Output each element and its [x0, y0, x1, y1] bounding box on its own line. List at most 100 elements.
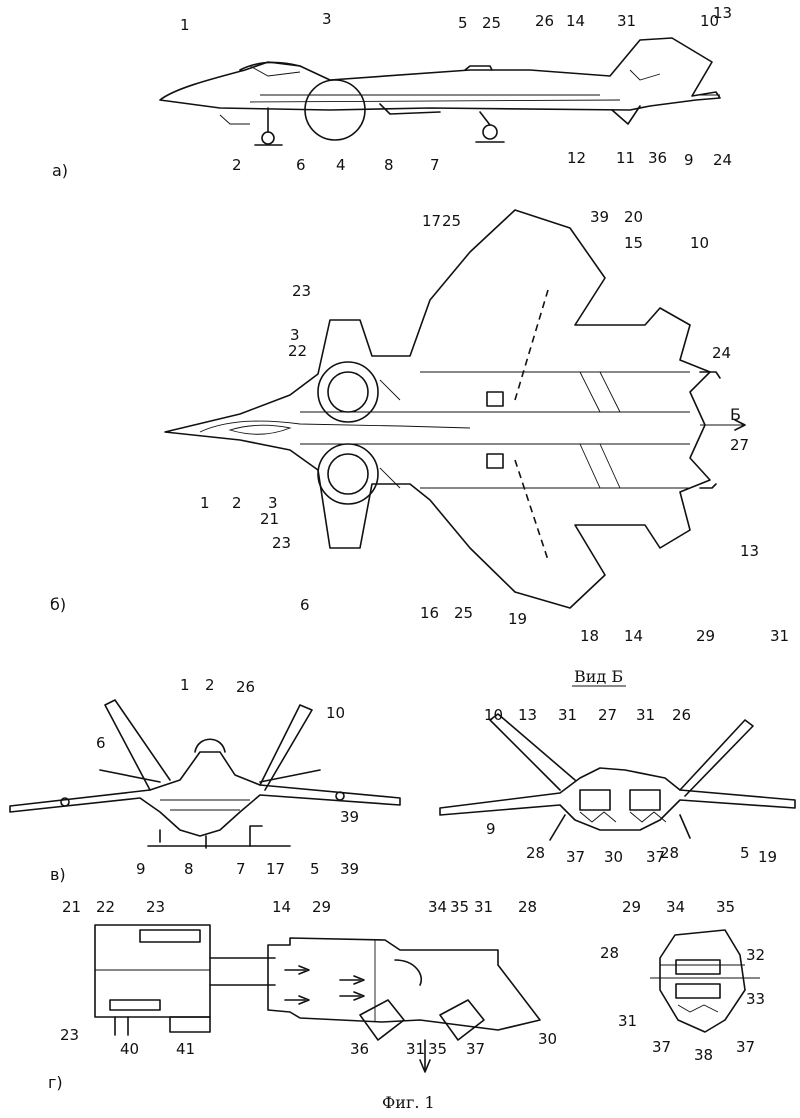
callout-label-g3: 29	[622, 898, 641, 916]
callout-label-v: 1	[180, 676, 190, 694]
callout-label-g2: 35	[450, 898, 469, 916]
callout-label-b: 23	[292, 282, 311, 300]
callout-label-g1: 23	[146, 898, 165, 916]
callout-label-v: 10	[326, 704, 345, 722]
callout-label-vidb: 28	[526, 844, 545, 862]
callout-label-vidb: 27	[598, 706, 617, 724]
callout-label-b: 23	[272, 534, 291, 552]
callout-label-b: 16	[420, 604, 439, 622]
callout-label-vidb: 10	[484, 706, 503, 724]
callout-label-b: 10	[690, 234, 709, 252]
callout-label-g2: 34	[428, 898, 447, 916]
figure-caption: Фиг. 1	[382, 1093, 435, 1112]
callout-label-g2: 29	[312, 898, 331, 916]
callout-label-b: 24	[712, 344, 731, 362]
callout-label-vidb: 28	[660, 844, 679, 862]
callout-label-g3: 37	[652, 1038, 671, 1056]
callout-label-v: 26	[236, 678, 255, 696]
callout-label-a: 24	[713, 151, 732, 169]
callout-label-vidb: 37	[566, 848, 585, 866]
callout-label-b: 3	[290, 326, 300, 344]
callout-label-v: 6	[96, 734, 106, 752]
callout-label-b: 29	[696, 627, 715, 645]
callout-label-b: 2	[232, 494, 242, 512]
callout-label-g1: 41	[176, 1040, 195, 1058]
callout-label-vidb: 26	[672, 706, 691, 724]
callout-label-g2: 28	[518, 898, 537, 916]
callout-label-b: 25	[442, 212, 461, 230]
callout-label-g1: 23	[60, 1026, 79, 1044]
callout-label-a: 6	[296, 156, 306, 174]
view-g-sections	[94, 924, 760, 1073]
view-a-side	[159, 37, 721, 146]
callout-label-g3: 31	[618, 1012, 637, 1030]
callout-label-g3: 34	[666, 898, 685, 916]
callout-label-b: 25	[454, 604, 473, 622]
callout-label-b: 3	[268, 494, 278, 512]
callout-label-g3: 35	[716, 898, 735, 916]
callout-label-g3: 28	[600, 944, 619, 962]
callout-label-vidb: 9	[486, 820, 496, 838]
view-vidb-rear	[439, 713, 796, 841]
callout-label-b: 17	[422, 212, 441, 230]
callout-label-vidb: 31	[636, 706, 655, 724]
callout-label-a: 1	[180, 16, 190, 34]
callout-label-v: 39	[340, 860, 359, 878]
callout-label-g3: 32	[746, 946, 765, 964]
callout-label-g1: 40	[120, 1040, 139, 1058]
callout-label-v: 5	[310, 860, 320, 878]
callout-label-a: 13	[713, 4, 732, 22]
callout-label-vidb: 31	[558, 706, 577, 724]
callout-label-a: 9	[684, 151, 694, 169]
callout-label-a: 8	[384, 156, 394, 174]
callout-label-v: 9	[136, 860, 146, 878]
callout-label-g3: 38	[694, 1046, 713, 1064]
section-label-a: а)	[52, 161, 68, 180]
callout-label-a: 11	[616, 149, 635, 167]
view-arrow-label: Б	[730, 405, 741, 424]
callout-label-g2: 14	[272, 898, 291, 916]
callout-label-b: 20	[624, 208, 643, 226]
callout-label-b: 15	[624, 234, 643, 252]
callout-label-b: 18	[580, 627, 599, 645]
callout-label-a: 25	[482, 14, 501, 32]
callout-label-g2: 37	[466, 1040, 485, 1058]
view-b-title: Вид Б	[574, 667, 623, 686]
callout-label-a: 10	[700, 12, 719, 30]
callout-label-b: 31	[770, 627, 789, 645]
callout-label-b: 13	[740, 542, 759, 560]
callout-label-v: 8	[184, 860, 194, 878]
callout-label-b: 39	[590, 208, 609, 226]
callout-label-b: 19	[508, 610, 527, 628]
callout-label-vidb: 19	[758, 848, 777, 866]
callout-label-g2: 35	[428, 1040, 447, 1058]
section-label-g: г)	[48, 1073, 63, 1092]
callout-label-a: 31	[617, 12, 636, 30]
callout-label-b: 6	[300, 596, 310, 614]
callout-label-a: 36	[648, 149, 667, 167]
callout-label-v: 7	[236, 860, 246, 878]
callout-label-vidb: 13	[518, 706, 537, 724]
callout-label-b: 14	[624, 627, 643, 645]
callout-label-b: 21	[260, 510, 279, 528]
callout-label-b: 27	[730, 436, 749, 454]
callout-label-a: 26	[535, 12, 554, 30]
callout-label-a: 7	[430, 156, 440, 174]
callout-label-b: 1	[200, 494, 210, 512]
callout-label-g3: 33	[746, 990, 765, 1008]
section-label-v: в)	[50, 865, 66, 884]
callout-label-g1: 21	[62, 898, 81, 916]
callout-label-a: 2	[232, 156, 242, 174]
callout-label-a: 3	[322, 10, 332, 28]
callout-label-v: 39	[340, 808, 359, 826]
callout-label-b: 22	[288, 342, 307, 360]
callout-label-a: 12	[567, 149, 586, 167]
callout-label-vidb: 37	[646, 848, 665, 866]
callout-label-a: 14	[566, 12, 585, 30]
callout-label-g3: 37	[736, 1038, 755, 1056]
callout-label-g2: 30	[538, 1030, 557, 1048]
callout-label-a: 4	[336, 156, 346, 174]
callout-label-g2: 36	[350, 1040, 369, 1058]
